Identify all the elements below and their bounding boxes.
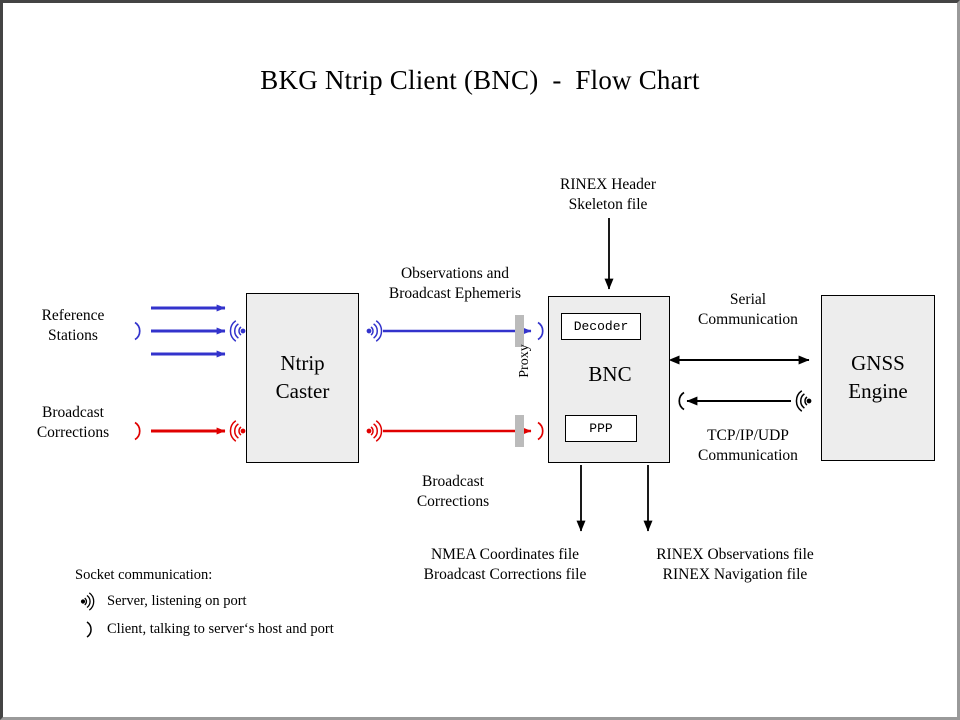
legend-item-server-label: Server, listening on port xyxy=(107,593,247,609)
client-paren-icon-bnc-obs xyxy=(537,321,544,341)
legend-item-server: Server, listening on port xyxy=(75,591,334,612)
ntrip-caster-label-line2: Caster xyxy=(275,379,330,403)
node-ntrip-caster[interactable]: Ntrip Caster xyxy=(246,293,359,463)
client-paren-icon-reference xyxy=(134,321,141,341)
server-signal-icon-caster-in-corr xyxy=(229,420,246,442)
label-broadcast-corrections-in: Broadcast Corrections xyxy=(36,404,110,442)
bnc-label: BNC xyxy=(588,362,632,386)
diagram-canvas: BKG Ntrip Client (BNC) - Flow Chart xyxy=(3,3,957,717)
page-title: BKG Ntrip Client (BNC) - Flow Chart xyxy=(260,65,700,95)
server-signal-icon-gnss xyxy=(795,390,812,412)
client-paren-icon xyxy=(75,619,107,640)
legend: Socket communication: Server, listening … xyxy=(75,567,334,640)
label-output-files-left: NMEA Coordinates file Broadcast Correcti… xyxy=(423,546,587,584)
node-gnss-engine[interactable]: GNSS Engine xyxy=(821,295,935,461)
server-signal-icon-caster-out-corr xyxy=(366,420,383,442)
bnc-ppp-module[interactable]: PPP xyxy=(565,415,637,442)
legend-item-client: Client, talking to server‘s host and por… xyxy=(75,619,334,640)
reference-station-arrows xyxy=(151,304,226,358)
label-reference-stations: Reference Stations xyxy=(41,307,105,345)
node-bnc[interactable]: Decoder BNC PPP xyxy=(548,296,670,463)
label-proxy: Proxy xyxy=(517,344,532,378)
label-tcpip-communication: TCP/IP/UDP Communication xyxy=(698,427,798,465)
label-observations-ephemeris: Observations and Broadcast Ephemeris xyxy=(388,265,522,303)
gnss-engine-label-line1: GNSS xyxy=(851,351,905,376)
label-serial-communication: Serial Communication xyxy=(698,291,798,329)
label-output-files-right: RINEX Observations file RINEX Navigation… xyxy=(656,546,814,584)
client-paren-icon-bnc-corr xyxy=(537,421,544,441)
server-signal-icon-caster-in-obs xyxy=(229,320,246,342)
server-signal-icon xyxy=(75,591,107,612)
legend-title: Socket communication: xyxy=(75,567,213,583)
legend-item-client-label: Client, talking to server‘s host and por… xyxy=(107,621,334,637)
label-rinex-header-skeleton: RINEX Header Skeleton file xyxy=(560,176,656,214)
gnss-engine-label-line2: Engine xyxy=(848,379,908,403)
bnc-decoder-module[interactable]: Decoder xyxy=(561,313,641,340)
label-broadcast-corrections-mid: Broadcast Corrections xyxy=(416,473,490,511)
proxy-bar-lower xyxy=(515,415,524,447)
ntrip-caster-label-line1: Ntrip xyxy=(280,351,325,376)
client-paren-icon-bnc-tcp xyxy=(678,391,685,411)
server-signal-icon-caster-out-obs xyxy=(366,320,383,342)
